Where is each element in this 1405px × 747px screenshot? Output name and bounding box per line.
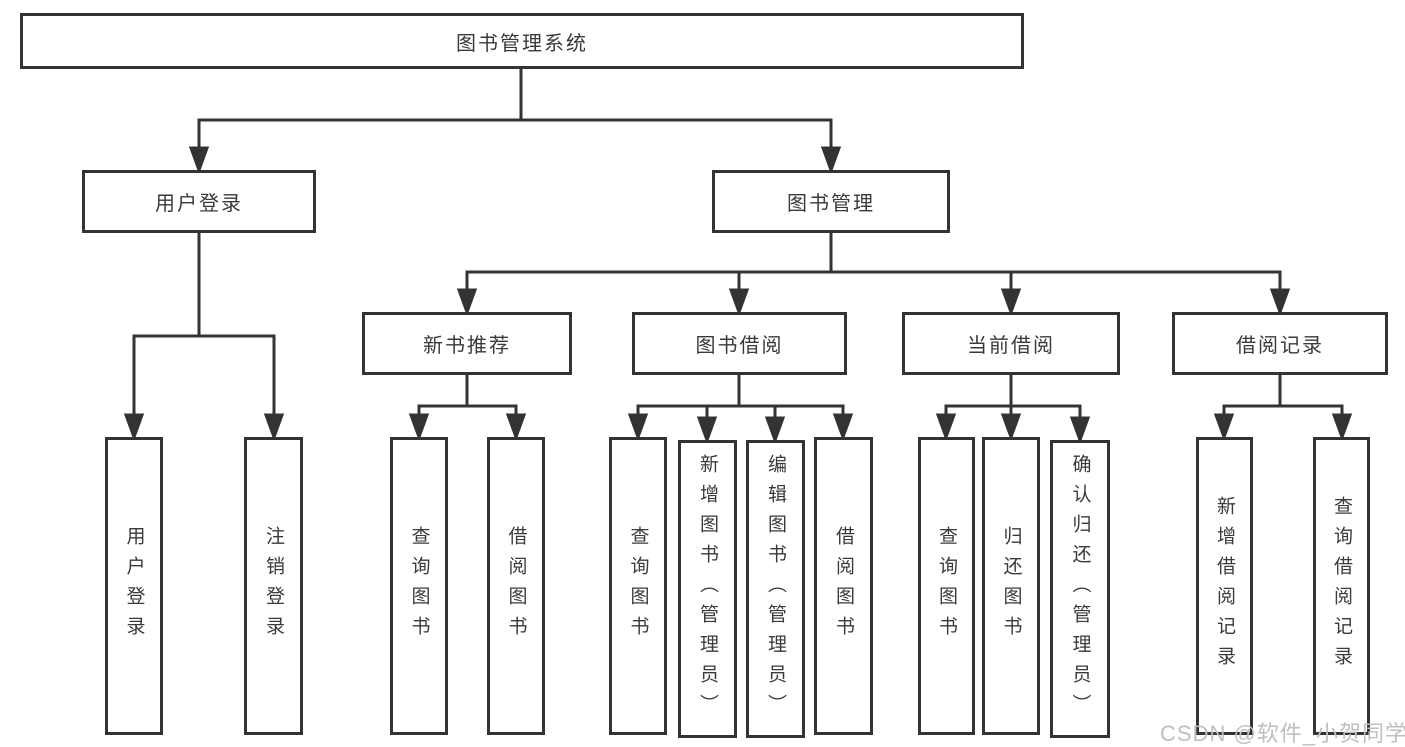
leaf-confirm-return-admin: 确认归还（管理员） <box>1050 440 1110 738</box>
leaf-query-books-borrow: 查询图书 <box>609 437 667 735</box>
edge-root-to-level2 <box>188 69 842 175</box>
edge-current-borrow-to-leaves <box>935 375 1091 445</box>
edge-book-borrow-to-leaves <box>627 375 854 445</box>
csdn-watermark: CSDN @软件_小贺同学 <box>1160 721 1405 746</box>
node-user-login: 用户登录 <box>82 170 316 233</box>
node-current-borrow: 当前借阅 <box>902 312 1120 375</box>
leaf-query-borrow-record: 查询借阅记录 <box>1313 437 1370 735</box>
leaf-add-books-admin: 新增图书（管理员） <box>678 440 737 738</box>
leaf-add-borrow-record: 新增借阅记录 <box>1196 437 1253 735</box>
leaf-logout: 注销登录 <box>244 437 303 735</box>
node-borrow-records: 借阅记录 <box>1172 312 1388 375</box>
edge-new-book-to-leaves <box>408 375 527 442</box>
leaf-query-books-current: 查询图书 <box>918 437 975 735</box>
edge-borrow-records-to-leaves <box>1213 375 1353 442</box>
leaf-query-books-recommend: 查询图书 <box>390 437 448 735</box>
leaf-return-books: 归还图书 <box>982 437 1040 735</box>
leaf-borrow-books: 借阅图书 <box>814 437 873 735</box>
leaf-borrow-books-recommend: 借阅图书 <box>487 437 545 735</box>
node-new-book-recommend: 新书推荐 <box>362 312 572 375</box>
node-book-mgmt: 图书管理 <box>712 170 950 233</box>
node-root: 图书管理系统 <box>20 13 1024 69</box>
edge-user-login-to-leaves <box>123 233 285 442</box>
edge-book-mgmt-to-level3 <box>456 233 1291 317</box>
node-book-borrow: 图书借阅 <box>632 312 847 375</box>
leaf-user-login: 用户登录 <box>105 437 163 735</box>
leaf-edit-books-admin: 编辑图书（管理员） <box>746 440 805 738</box>
